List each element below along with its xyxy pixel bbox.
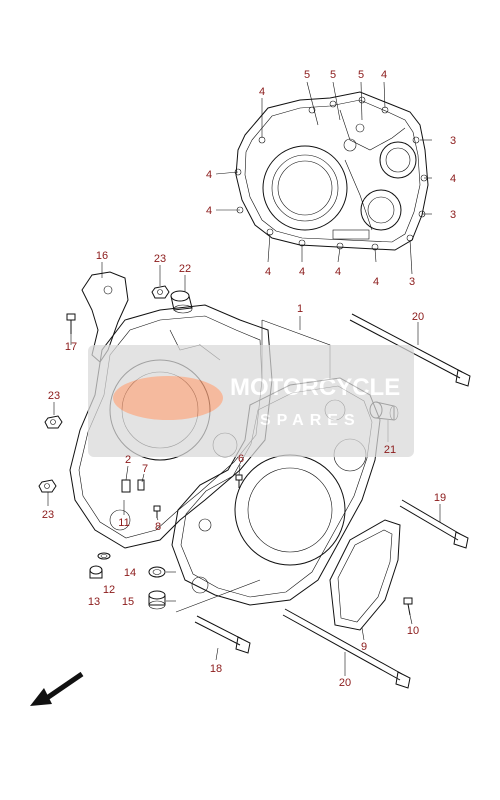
watermark-band	[88, 345, 414, 457]
callout-21: 21	[384, 444, 396, 456]
callout-4: 4	[299, 266, 305, 278]
bolt-18	[194, 615, 251, 654]
nut-23-top	[151, 285, 170, 299]
callout-17: 17	[65, 341, 77, 353]
callout-4: 4	[259, 86, 265, 98]
oil-seal-12	[97, 552, 111, 560]
nut-23-left	[44, 415, 63, 429]
callout-11: 11	[118, 517, 129, 529]
watermark-logo-icon	[113, 376, 223, 420]
watermark: MOTORCYCLE SPARES	[88, 345, 414, 457]
callout-6: 6	[238, 453, 244, 465]
watermark-line1: MOTORCYCLE	[230, 374, 400, 401]
bracket-hole	[103, 285, 113, 295]
callout-22: 22	[179, 263, 191, 275]
bolt-10	[403, 597, 413, 616]
callout-3: 3	[450, 209, 456, 221]
callout-7: 7	[142, 463, 148, 475]
callout-3: 3	[450, 135, 456, 147]
callout-23: 23	[154, 253, 166, 265]
callout-9: 9	[361, 641, 367, 653]
callout-4: 4	[450, 173, 456, 185]
dowel-2	[121, 479, 131, 493]
callout-5: 5	[330, 69, 336, 81]
callout-4: 4	[206, 169, 212, 181]
cap-13	[89, 565, 103, 579]
callout-5: 5	[358, 69, 364, 81]
callout-4: 4	[335, 266, 341, 278]
callout-2: 2	[125, 454, 131, 466]
callout-4: 4	[381, 69, 387, 81]
callout-labels: 5 5 5 4 4 3 4 3 4 4 4 4 4 4 3 1 16 23 22…	[42, 69, 456, 689]
front-direction-arrow	[30, 671, 84, 706]
drain-plug-15	[148, 590, 166, 610]
bracket-part	[81, 271, 129, 363]
leader-lines	[47, 81, 441, 676]
callout-15: 15	[122, 596, 134, 608]
callout-14: 14	[124, 567, 136, 579]
callout-4: 4	[265, 266, 271, 278]
callout-23: 23	[42, 509, 54, 521]
watermark-line2: SPARES	[260, 412, 361, 429]
bolt-6	[235, 474, 243, 488]
callout-18: 18	[210, 663, 222, 675]
callout-4: 4	[373, 276, 379, 288]
bolt-19	[399, 499, 469, 549]
cover-plate-9	[329, 519, 401, 631]
callout-1: 1	[297, 303, 303, 315]
callout-23: 23	[48, 390, 60, 402]
callout-12: 12	[103, 584, 115, 596]
callout-16: 16	[96, 250, 108, 262]
gasket-14	[148, 566, 166, 578]
bolt-17	[66, 313, 76, 334]
long-bolt-20-lower	[282, 608, 411, 689]
callout-20: 20	[339, 677, 351, 689]
callout-3: 3	[409, 276, 415, 288]
nut-23-lower	[38, 479, 57, 493]
pin-7	[137, 479, 145, 491]
callout-19: 19	[434, 492, 446, 504]
callout-8: 8	[155, 521, 161, 533]
callout-10: 10	[407, 625, 419, 637]
callout-20: 20	[412, 311, 424, 323]
callout-13: 13	[88, 596, 100, 608]
callout-4: 4	[206, 205, 212, 217]
callout-5: 5	[304, 69, 310, 81]
bolt-8	[153, 505, 161, 518]
dowel-22	[170, 290, 193, 314]
crankcase-cover-right	[234, 91, 429, 251]
